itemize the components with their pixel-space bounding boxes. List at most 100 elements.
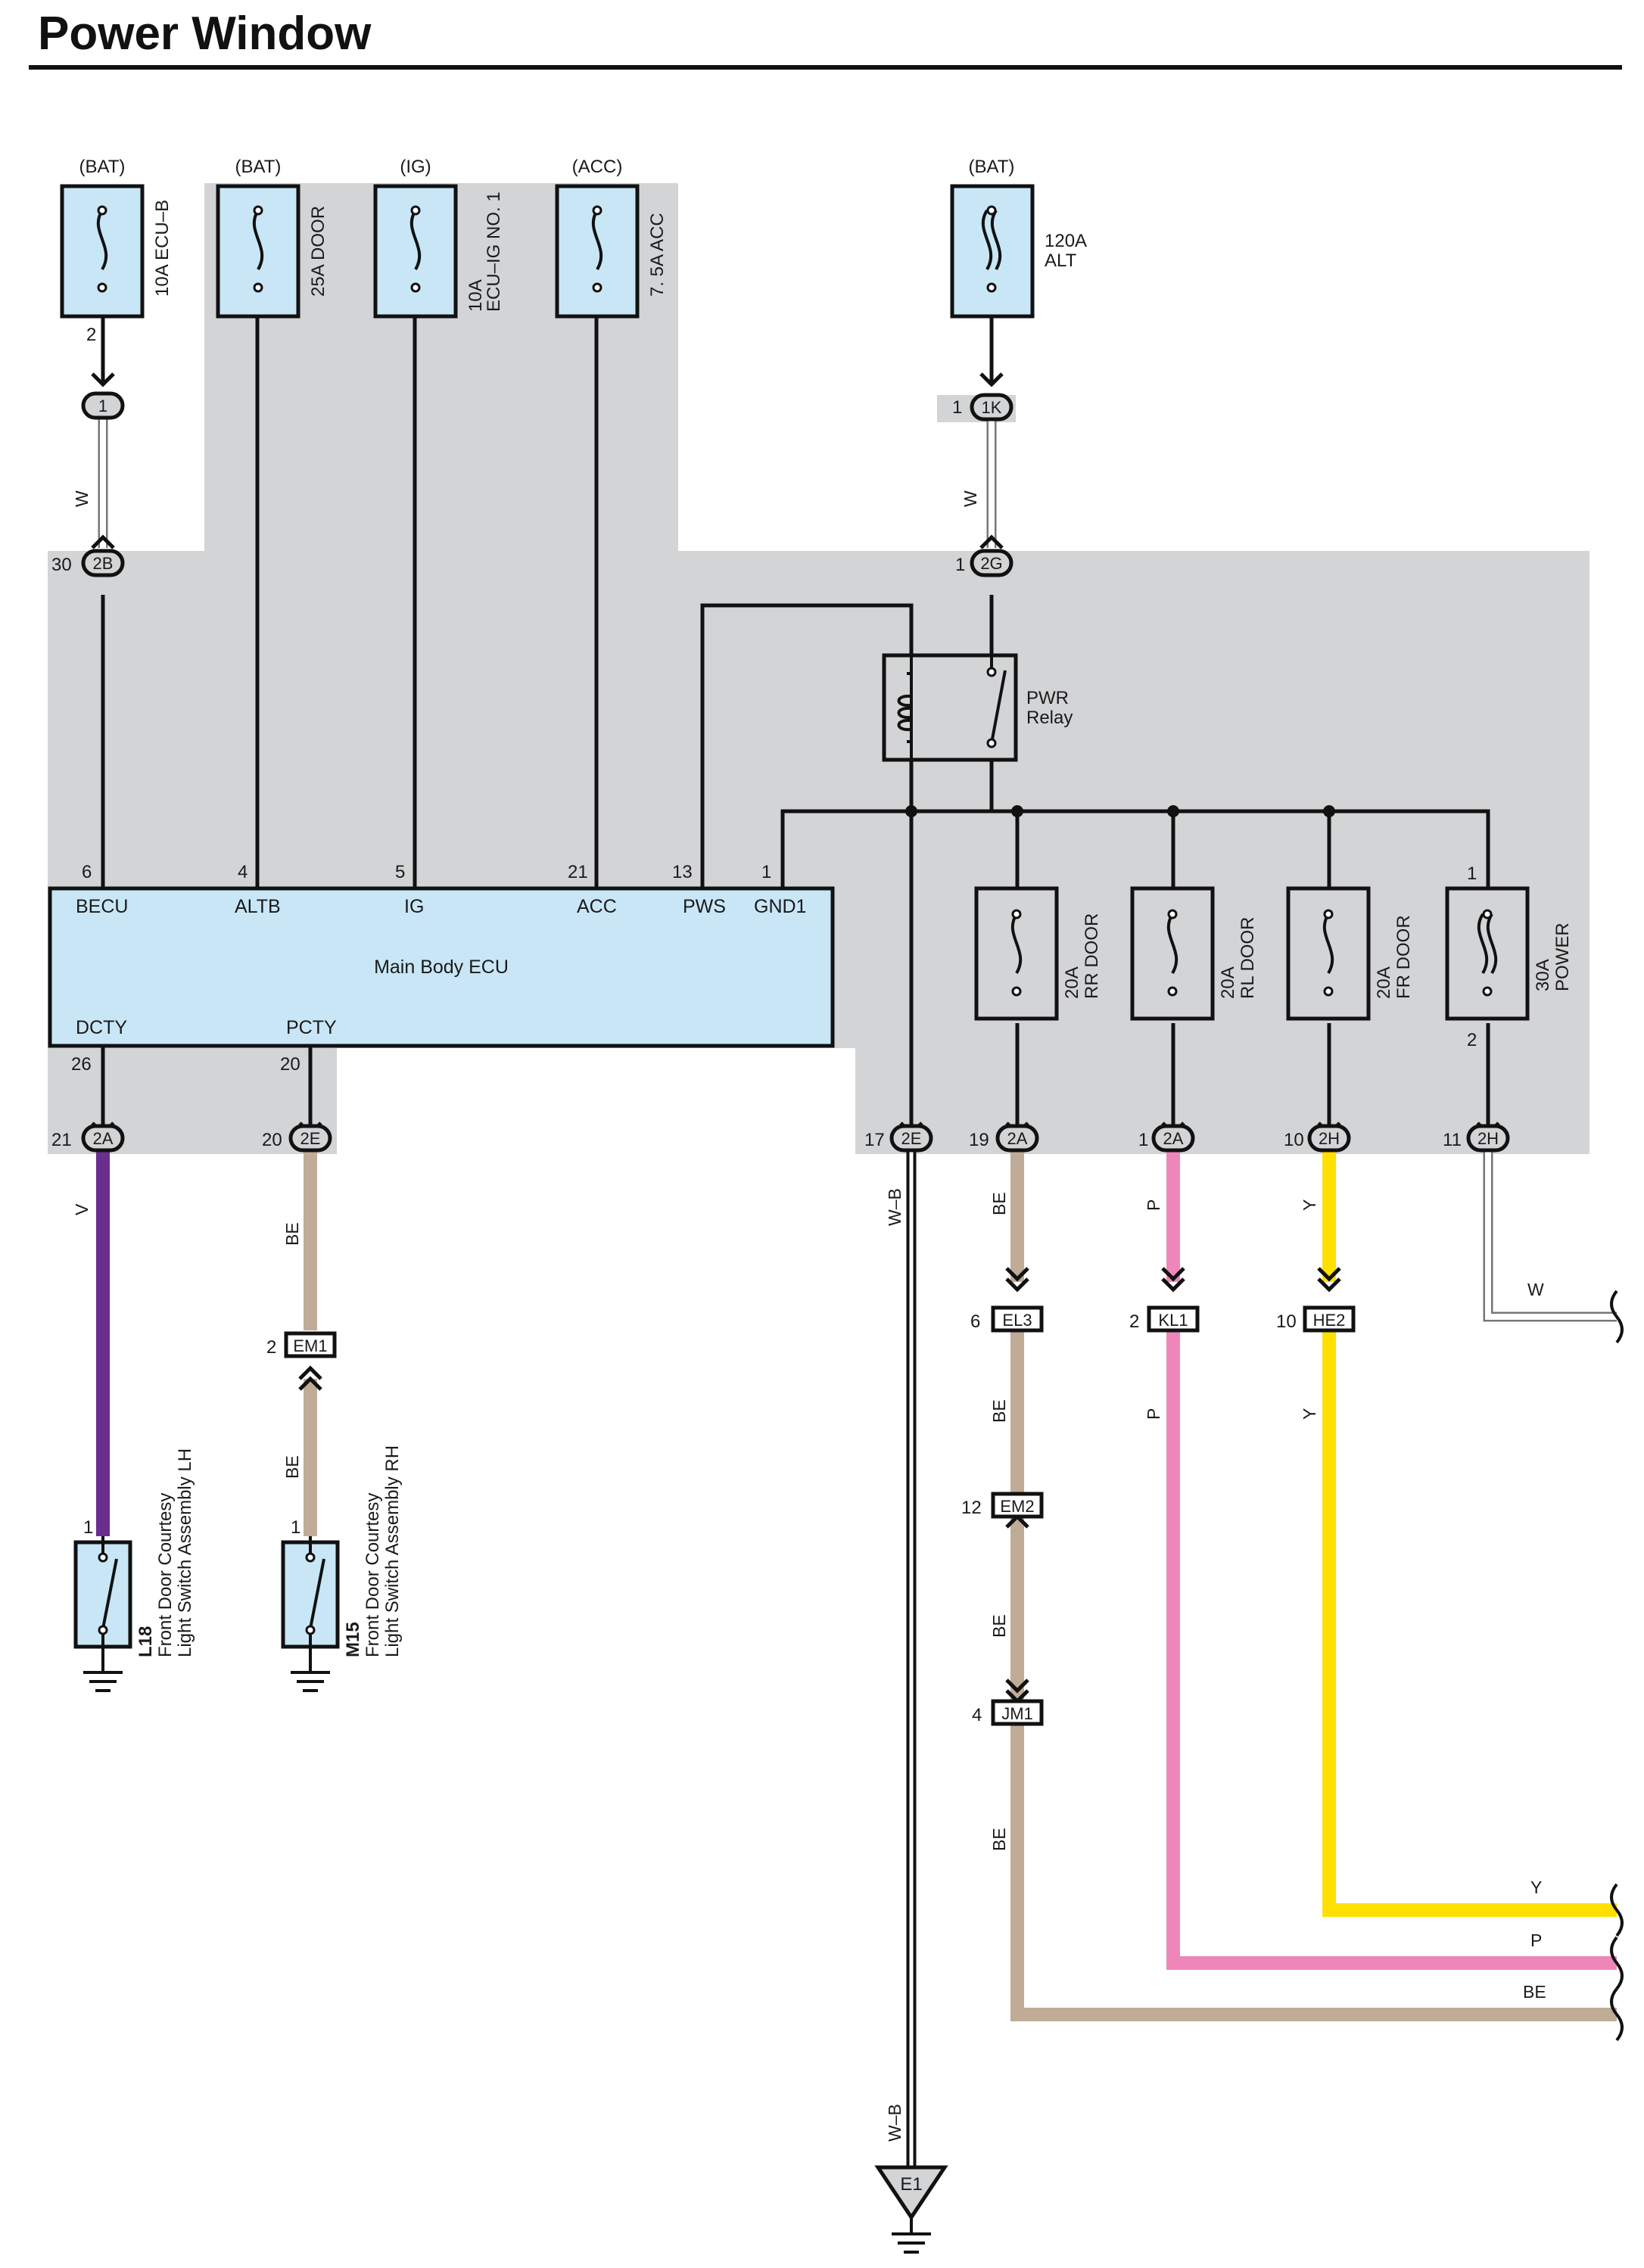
wire-color-label: BE bbox=[989, 1828, 1009, 1851]
pin-number: 1 bbox=[83, 1517, 93, 1538]
fuse-rating-label: 10A ECU–B bbox=[152, 200, 173, 297]
connector-code: 2E bbox=[901, 1129, 922, 1148]
switch-label: Light Switch Assembly RH bbox=[382, 1445, 403, 1657]
pin-number: 1 bbox=[291, 1517, 300, 1538]
ecu-name: Main Body ECU bbox=[374, 957, 509, 978]
pin-number: 2 bbox=[266, 1337, 276, 1358]
ecu-pin-number: 1 bbox=[761, 862, 771, 882]
fusible-link-power bbox=[1445, 886, 1530, 1021]
connector-code: 2A bbox=[93, 1129, 114, 1148]
fuse-source-label: (BAT) bbox=[235, 157, 282, 177]
ecu-pin-name: GND1 bbox=[754, 896, 806, 917]
pin-number: 2 bbox=[86, 325, 96, 345]
wire-color-label: BE bbox=[282, 1222, 302, 1246]
ecu-pin-number: 5 bbox=[395, 862, 405, 882]
wire-color-label: Y bbox=[1300, 1408, 1319, 1420]
wire-color-label: BE bbox=[282, 1455, 302, 1479]
wire-color-label: BE bbox=[989, 1614, 1009, 1638]
wire-beige-right-d bbox=[1010, 1724, 1617, 2021]
connector-code: 2E bbox=[300, 1129, 321, 1148]
pin-number: 1 bbox=[955, 555, 965, 575]
ecu-pin-name: DCTY bbox=[76, 1017, 127, 1038]
wire-break-marks bbox=[1610, 1290, 1624, 2042]
connector-code: EM1 bbox=[293, 1336, 327, 1355]
switch-label: Light Switch Assembly LH bbox=[175, 1448, 195, 1657]
connector-code: 2H bbox=[1477, 1129, 1499, 1148]
pin-number: 20 bbox=[262, 1130, 282, 1150]
connector-code: EL3 bbox=[1002, 1311, 1032, 1330]
wire-color-label: W bbox=[1527, 1280, 1544, 1299]
fuse-rl-door bbox=[1130, 886, 1215, 1021]
wire-yellow-b bbox=[1322, 1330, 1617, 1917]
pin-number: 10 bbox=[1276, 1311, 1297, 1332]
connector-code: 2H bbox=[1319, 1129, 1340, 1148]
pin-number: 19 bbox=[969, 1130, 989, 1150]
fuse-source-label: (BAT) bbox=[79, 157, 126, 177]
wire-color-label: Y bbox=[1300, 1199, 1319, 1211]
ground-e1 bbox=[874, 2165, 948, 2254]
fuse-ecu-ig bbox=[373, 184, 458, 319]
ecu-pin-number: 6 bbox=[82, 862, 92, 882]
connector-code: 2A bbox=[1163, 1129, 1184, 1148]
fuse-rating-label: 20A bbox=[1374, 966, 1394, 999]
inline-chevrons bbox=[298, 1267, 1341, 1704]
title-rule bbox=[29, 65, 1622, 70]
connector-code: 2A bbox=[1007, 1129, 1028, 1148]
switch-label: Front Door Courtesy bbox=[155, 1493, 176, 1657]
wire-color-label: BE bbox=[989, 1399, 1009, 1423]
fuse-rating-label: 20A bbox=[1062, 966, 1082, 999]
fuse-rating-label: POWER bbox=[1552, 922, 1573, 991]
fuse-rating-label: RL DOOR bbox=[1238, 917, 1258, 999]
connector-code: 2G bbox=[980, 554, 1002, 573]
fuse-source-label: (BAT) bbox=[969, 157, 1015, 177]
ecu-pin-number: 13 bbox=[672, 862, 693, 882]
pin-number: 2 bbox=[1129, 1311, 1139, 1332]
connector-code: JM1 bbox=[1001, 1704, 1033, 1723]
connector-code: KL1 bbox=[1158, 1311, 1188, 1330]
fuse-rating-label: RR DOOR bbox=[1082, 913, 1102, 999]
fuse-rating-label: 10A bbox=[465, 279, 486, 312]
wire-color-label: P bbox=[1144, 1199, 1163, 1211]
round-connectors bbox=[81, 391, 1510, 1153]
ecu-pin-number: 4 bbox=[238, 862, 248, 882]
fuse-acc bbox=[555, 184, 640, 319]
fuse-ecu-b bbox=[60, 184, 145, 319]
pin-number: 30 bbox=[51, 555, 72, 575]
fuse-rating-label: ECU–IG NO. 1 bbox=[484, 191, 504, 312]
ecu-pin-name: IG bbox=[404, 896, 424, 917]
fuse-fr-door bbox=[1286, 886, 1371, 1021]
ecu-pin-number: 20 bbox=[280, 1054, 300, 1075]
switch-code: L18 bbox=[135, 1626, 156, 1657]
door-switch-rh bbox=[281, 1536, 340, 1692]
connector-code: HE2 bbox=[1313, 1311, 1346, 1330]
junction-dots bbox=[905, 805, 1335, 817]
connector-code: EM2 bbox=[1000, 1497, 1034, 1516]
ecu-pin-number: 21 bbox=[568, 862, 588, 882]
fuse-rating-label: 30A bbox=[1533, 959, 1553, 991]
relay-label: Relay bbox=[1026, 708, 1073, 728]
ground-code: E1 bbox=[900, 2174, 922, 2195]
ecu-pin-name: PCTY bbox=[286, 1017, 337, 1038]
pin-number: 12 bbox=[961, 1498, 982, 1518]
wire-color-label: W bbox=[72, 490, 92, 507]
pin-number: 10 bbox=[1284, 1130, 1304, 1150]
pin-number: 2 bbox=[1467, 1030, 1477, 1050]
pin-number: 1 bbox=[1138, 1130, 1148, 1150]
fuse-source-label: (IG) bbox=[400, 157, 431, 177]
black-wires bbox=[101, 282, 1490, 1132]
connector-code: 2B bbox=[93, 554, 114, 573]
wire-color-label: BE bbox=[989, 1192, 1009, 1215]
fuse-rating-label: 20A bbox=[1218, 966, 1238, 999]
wire-color-label: P bbox=[1144, 1408, 1163, 1420]
ecu-pin-name: BECU bbox=[76, 896, 128, 917]
fuse-source-label: (ACC) bbox=[572, 157, 623, 177]
wire-color-label: V bbox=[72, 1203, 92, 1215]
connector-code: 1K bbox=[982, 398, 1002, 417]
fuse-rating-label: 120A bbox=[1045, 231, 1087, 251]
connector-code: 1 bbox=[98, 397, 107, 415]
pin-number: 4 bbox=[972, 1705, 982, 1725]
fuse-rating-label: 7. 5A ACC bbox=[647, 213, 668, 297]
main-body-ecu bbox=[48, 886, 835, 1048]
wire-color-label: W–B bbox=[885, 2104, 905, 2142]
